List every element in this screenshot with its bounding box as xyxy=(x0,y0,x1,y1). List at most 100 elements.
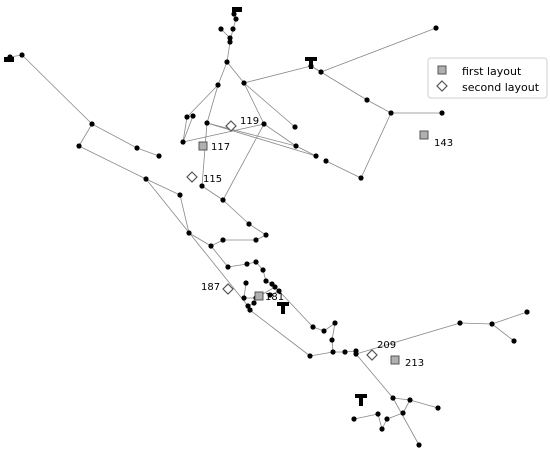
junction-node xyxy=(263,278,269,284)
junction-node xyxy=(184,114,190,120)
junction-node xyxy=(433,25,439,31)
pipe-edge xyxy=(201,122,208,187)
junction-node xyxy=(225,264,231,270)
tank-icons xyxy=(277,57,367,406)
legend-frame xyxy=(427,57,548,99)
pipe-edge xyxy=(325,160,362,179)
first-layout-marker-117 xyxy=(198,141,208,151)
junction-node xyxy=(190,113,196,119)
pipe-edge xyxy=(409,399,439,409)
pipe-edge xyxy=(78,123,93,147)
marker-label-117: 117 xyxy=(211,142,230,153)
junction-node xyxy=(243,280,249,286)
pipe-edge xyxy=(331,322,336,341)
pipe-edge xyxy=(366,99,392,114)
junction-node xyxy=(353,351,359,357)
pipe-edge xyxy=(491,311,528,325)
junction-node xyxy=(220,197,226,203)
pipe-edge xyxy=(243,65,312,84)
second-layout-marker-119 xyxy=(225,120,237,132)
junction-node xyxy=(134,145,140,151)
marker-label-213: 213 xyxy=(405,358,424,369)
junction-node xyxy=(143,176,149,182)
pipe-edge xyxy=(222,199,250,225)
pipe-edge xyxy=(182,123,265,143)
reservoir-icon-top xyxy=(232,7,242,12)
pipe-edge xyxy=(355,353,394,399)
pipe-edge xyxy=(226,61,245,84)
pipe-edge xyxy=(226,41,231,63)
junction-node xyxy=(76,143,82,149)
junction-node xyxy=(199,183,205,189)
pipe-edge xyxy=(278,290,314,328)
junction-node xyxy=(375,411,381,417)
pipe-edge xyxy=(21,54,93,125)
junction-node xyxy=(247,307,253,313)
junction-node xyxy=(364,97,370,103)
pipe-edge xyxy=(188,232,212,247)
junction-node xyxy=(292,124,298,130)
pipe-edge xyxy=(355,322,461,355)
marker-label-187: 187 xyxy=(201,282,220,293)
junction-node xyxy=(272,284,278,290)
junction-node xyxy=(251,300,257,306)
junction-node xyxy=(457,320,463,326)
junction-node xyxy=(390,395,396,401)
legend: first layout second layout xyxy=(427,57,548,99)
junction-node xyxy=(227,39,233,45)
marker-label-119: 119 xyxy=(240,116,259,127)
pipe-edge xyxy=(360,112,392,179)
junction-node xyxy=(388,110,394,116)
junction-node xyxy=(208,243,214,249)
marker-label-143: 143 xyxy=(434,138,453,149)
junction-node xyxy=(524,309,530,315)
second-layout-marker-115 xyxy=(186,171,198,183)
junction-node xyxy=(89,121,95,127)
junction-node xyxy=(218,26,224,32)
first-layout-marker-213 xyxy=(390,355,400,365)
junction-node xyxy=(177,192,183,198)
pipe-edge xyxy=(91,123,138,149)
pipe-edge xyxy=(78,145,147,180)
junction-node xyxy=(329,337,335,343)
pipe-edge xyxy=(248,223,267,236)
pipe-edge xyxy=(182,116,188,143)
junction-node xyxy=(321,328,327,334)
legend-square-swatch xyxy=(437,65,447,75)
pipe-edge xyxy=(353,413,379,420)
junction-node xyxy=(307,353,313,359)
pipe-edge xyxy=(145,178,181,196)
pipe-edge xyxy=(206,122,317,157)
pipe-edge xyxy=(222,123,265,201)
junction-node xyxy=(227,35,233,41)
legend-second-label: second layout xyxy=(462,81,540,94)
pipe-edge xyxy=(210,245,229,268)
junction-node xyxy=(261,121,267,127)
junction-node xyxy=(310,324,316,330)
pipe-edge xyxy=(217,61,228,86)
junction-node xyxy=(215,82,221,88)
pipe-edge xyxy=(186,84,219,118)
junction-node xyxy=(416,442,422,448)
reservoir-icon-left xyxy=(4,57,14,62)
legend-first-label: first layout xyxy=(462,65,522,78)
pipe-edge xyxy=(386,412,404,420)
junction-node xyxy=(384,416,390,422)
marker-label-209: 209 xyxy=(377,340,396,351)
junction-node xyxy=(233,16,239,22)
pipe-edge xyxy=(136,147,160,157)
marker-label-115: 115 xyxy=(203,174,222,185)
pipe-edge xyxy=(206,84,219,124)
junction-node xyxy=(244,261,250,267)
pipe-edge xyxy=(263,123,297,147)
junction-node xyxy=(267,292,273,298)
tank-icon-north xyxy=(305,57,317,69)
junction-node xyxy=(351,416,357,422)
junction-node xyxy=(204,120,210,126)
junction-node xyxy=(293,143,299,149)
pipe-edge xyxy=(491,323,515,342)
junction-node xyxy=(253,259,259,265)
junction-node xyxy=(180,139,186,145)
junction-node xyxy=(407,397,413,403)
junction-node xyxy=(186,230,192,236)
